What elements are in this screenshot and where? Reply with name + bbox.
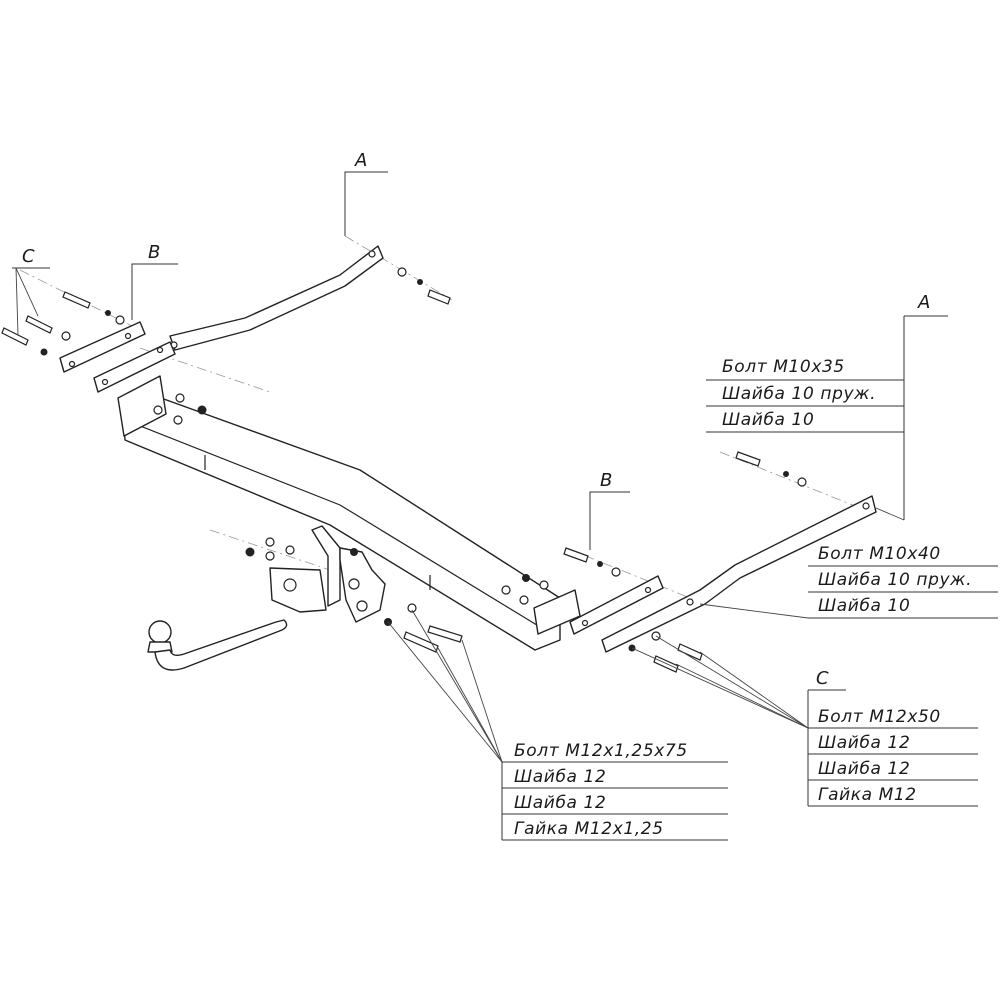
- label-a-spring-washer: Шайба 10 пруж.: [722, 384, 876, 404]
- left-fasteners: [1, 291, 207, 425]
- main-crossbeam: [117, 375, 581, 651]
- label-b-washer: Шайба 10: [818, 596, 910, 616]
- label-block-a: A Болт M10х35 Шайба 10 пруж. Шайба 10: [706, 292, 948, 521]
- label-ball-nut: Гайка M12х1,25: [514, 819, 664, 839]
- label-block-c: C Болт M12х50 Шайба 12 Шайба 12 Гайка M1…: [631, 635, 978, 807]
- tow-ball-arm: [147, 619, 288, 671]
- right-side-bracket-strip: [601, 495, 877, 653]
- label-c-washer-2: Шайба 12: [818, 759, 910, 779]
- right-fasteners: [501, 451, 807, 673]
- top-fasteners: [397, 267, 451, 305]
- callout-b-left: B: [131, 242, 178, 320]
- label-b-bolt: Болт M10х40: [818, 544, 941, 564]
- label-c-nut: Гайка M12: [818, 785, 917, 805]
- callout-a-top: A: [344, 150, 388, 236]
- callout-a-right-letter: A: [917, 292, 930, 313]
- label-ball-bolt: Болт M12х1,25х75: [514, 741, 688, 761]
- label-a-bolt: Болт M10х35: [722, 357, 845, 377]
- ball-mount-bracket: [269, 525, 386, 623]
- callout-a-top-letter: A: [354, 150, 367, 171]
- callout-b-left-letter: B: [148, 242, 160, 263]
- left-side-bracket-strip: [169, 245, 384, 351]
- callout-b-right-letter: B: [600, 470, 612, 491]
- callout-c-right-letter: C: [816, 668, 829, 689]
- label-a-washer: Шайба 10: [722, 410, 814, 430]
- label-b-spring-washer: Шайба 10 пруж.: [818, 570, 972, 590]
- label-c-bolt: Болт M12х50: [818, 707, 941, 727]
- label-ball-washer-1: Шайба 12: [514, 767, 606, 787]
- label-block-ball-mount: Болт M12х1,25х75 Шайба 12 Шайба 12 Гайка…: [387, 609, 728, 841]
- right-plate: [569, 575, 664, 635]
- label-block-b: Болт M10х40 Шайба 10 пруж. Шайба 10: [699, 544, 998, 619]
- label-ball-washer-2: Шайба 12: [514, 793, 606, 813]
- left-plate-pair: [59, 321, 176, 393]
- callout-c-left-letter: C: [22, 246, 35, 267]
- label-c-washer-1: Шайба 12: [818, 733, 910, 753]
- callout-b-right: B: [589, 470, 630, 550]
- callout-c-left: C: [12, 246, 50, 336]
